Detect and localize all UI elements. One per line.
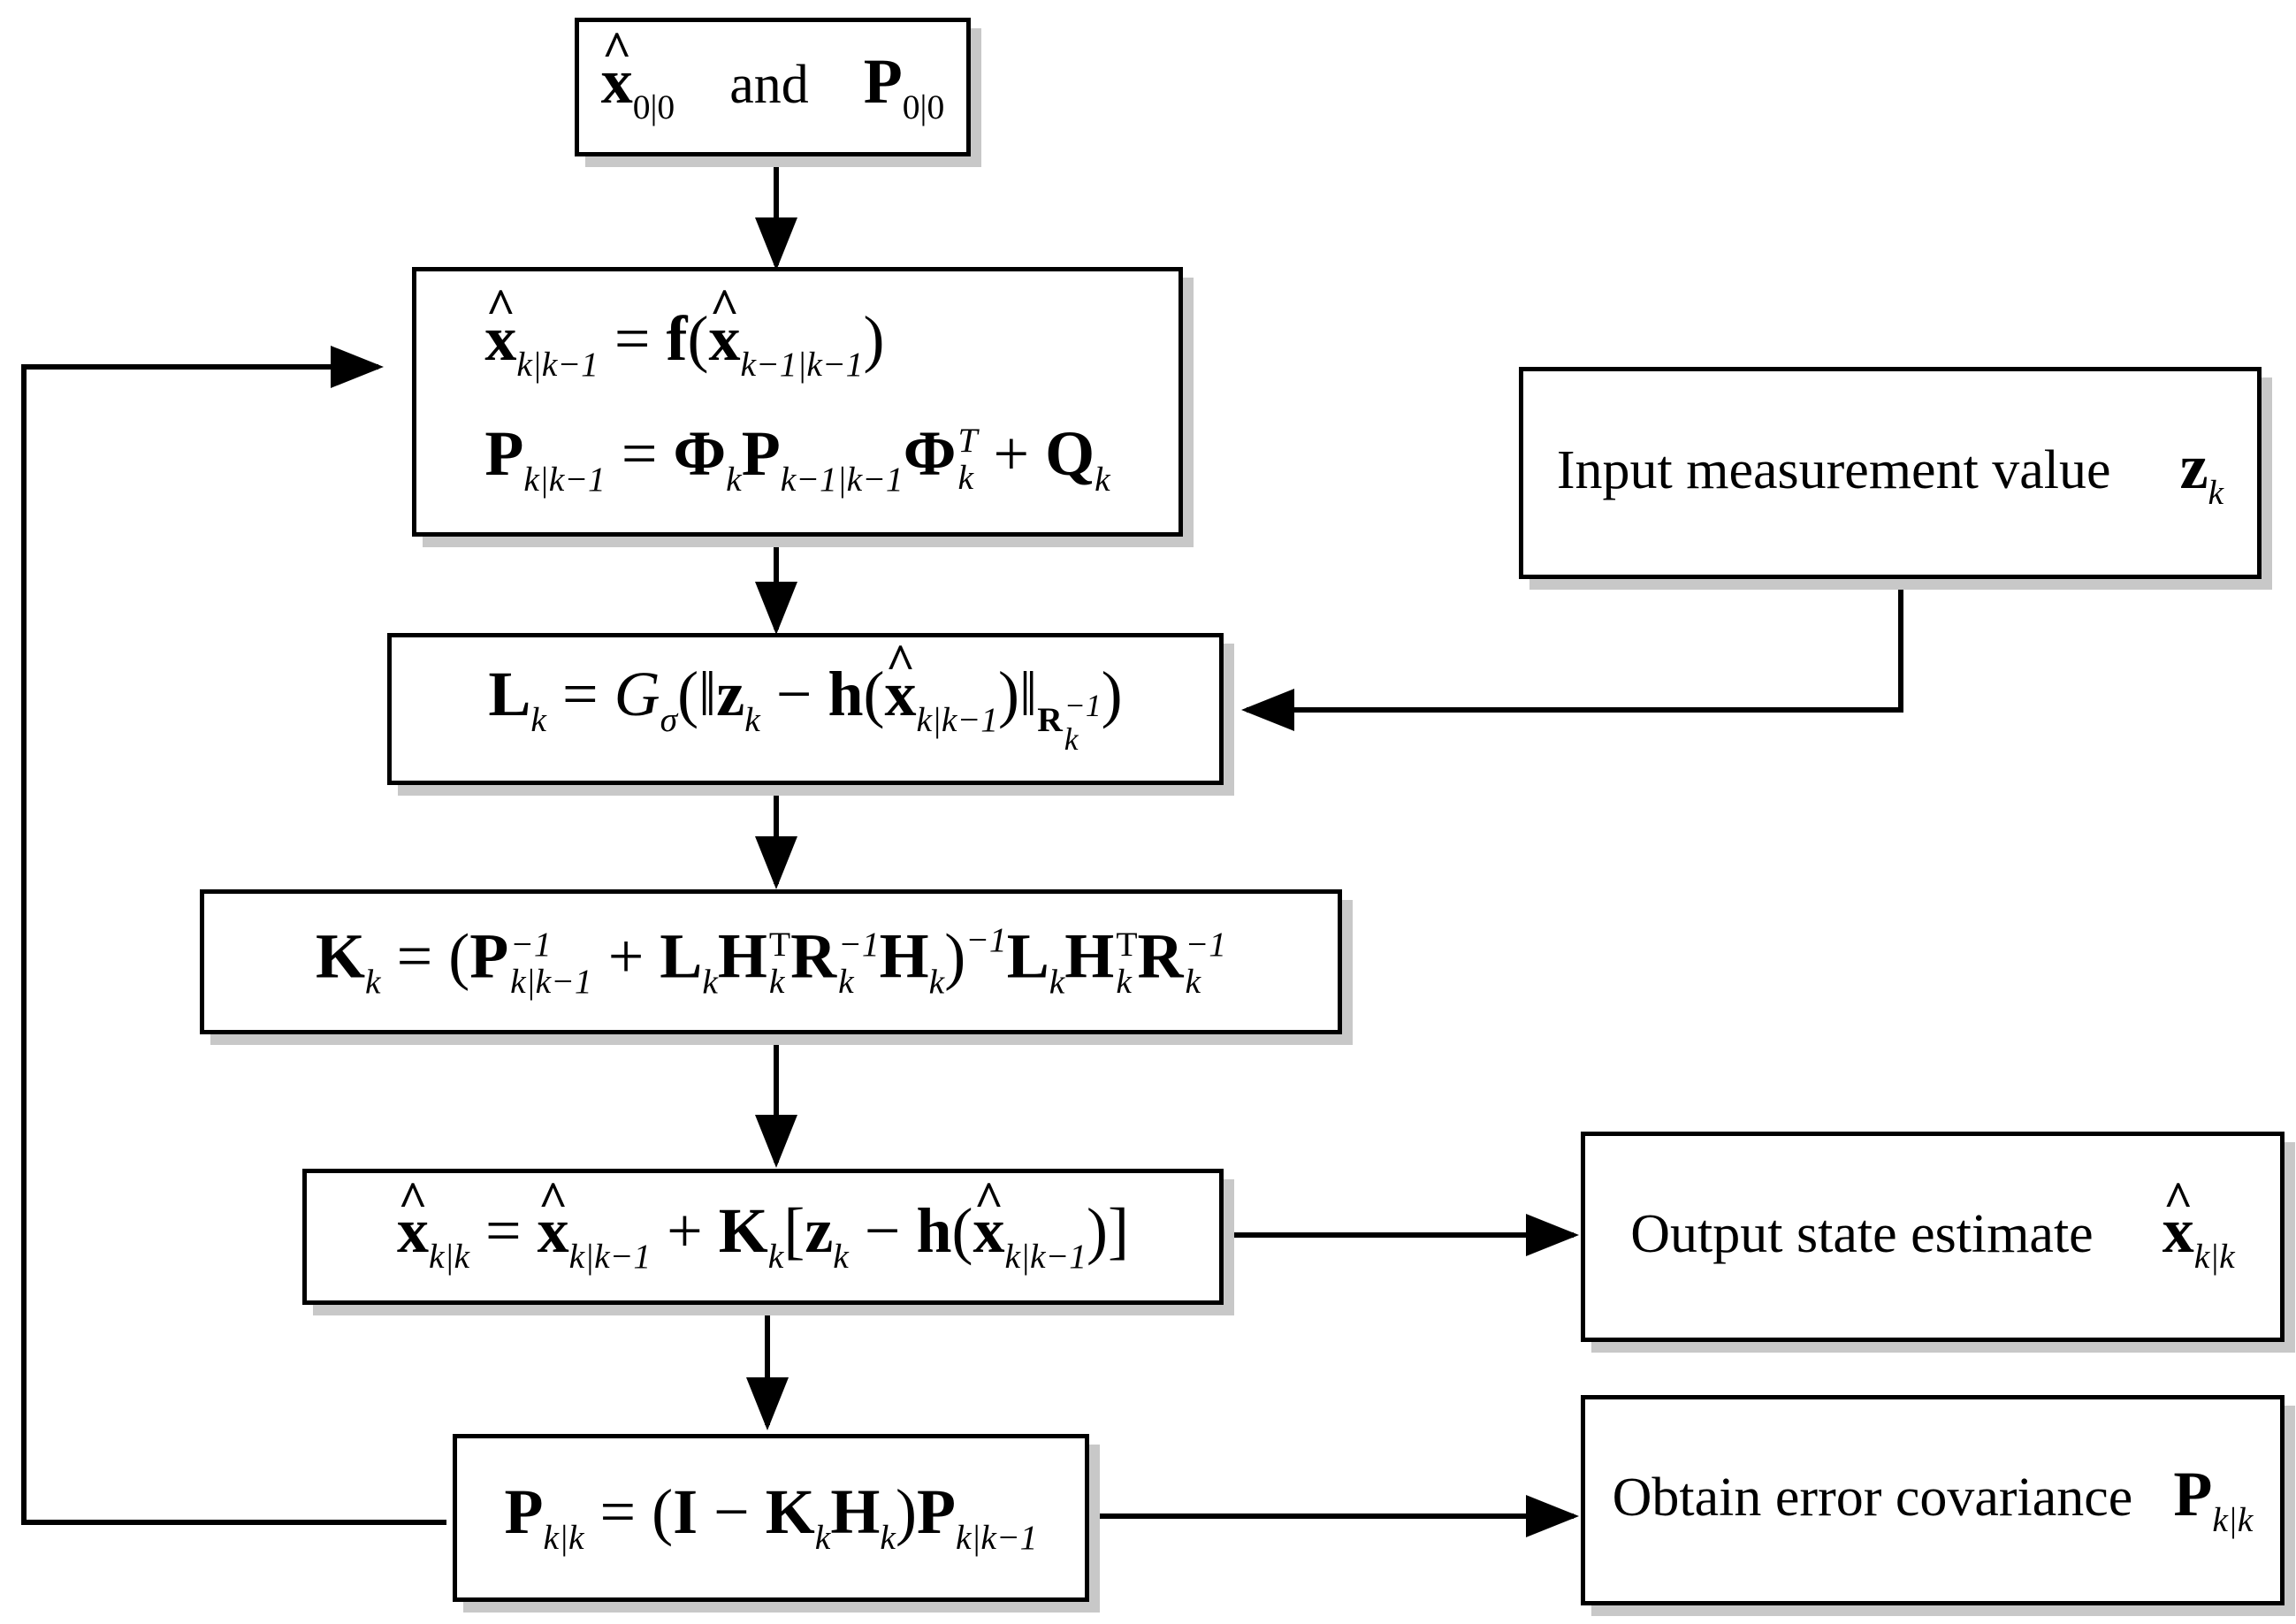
and-word: and	[729, 54, 809, 115]
measurement-label: Input measurement value	[1556, 440, 2111, 501]
covariance-update-equation: Pk|k = (I − KkHk)Pk|k−1	[504, 1476, 1038, 1558]
output-state-label: Output state estimate	[1630, 1204, 2094, 1265]
feedback-loop-arrow	[21, 346, 446, 1525]
prediction-node: xk|k−1 = f(xk−1|k−1) Pk|k−1 = ΦkPk−1|k−1…	[412, 267, 1183, 537]
state-update-equation: xk|k = xk|k−1 + Kk[zk − h(xk|k−1)]	[397, 1199, 1129, 1274]
output-covariance-label: Obtain error covariance	[1612, 1468, 2133, 1529]
measurement-node: Input measurement value zk	[1519, 367, 2262, 579]
output-state-node: Output state estimate xk|k	[1581, 1132, 2285, 1342]
arrow-measurement-to-weight	[1241, 579, 1903, 731]
state-prediction-equation: xk|k−1 = f(xk−1|k−1)	[484, 307, 884, 382]
weight-node: Lk = Gσ(‖zk − h(xk|k−1)‖R−1k)	[387, 633, 1224, 785]
init-node: x0|0 and P0|0	[575, 18, 971, 156]
weight-equation: Lk = Gσ(‖zk − h(xk|k−1)‖R−1k)	[488, 662, 1122, 756]
output-covariance-node: Obtain error covariance Pk|k	[1581, 1395, 2285, 1605]
update-node: xk|k = xk|k−1 + Kk[zk − h(xk|k−1)]	[302, 1169, 1224, 1305]
covariance-update-node: Pk|k = (I − KkHk)Pk|k−1	[453, 1434, 1089, 1602]
